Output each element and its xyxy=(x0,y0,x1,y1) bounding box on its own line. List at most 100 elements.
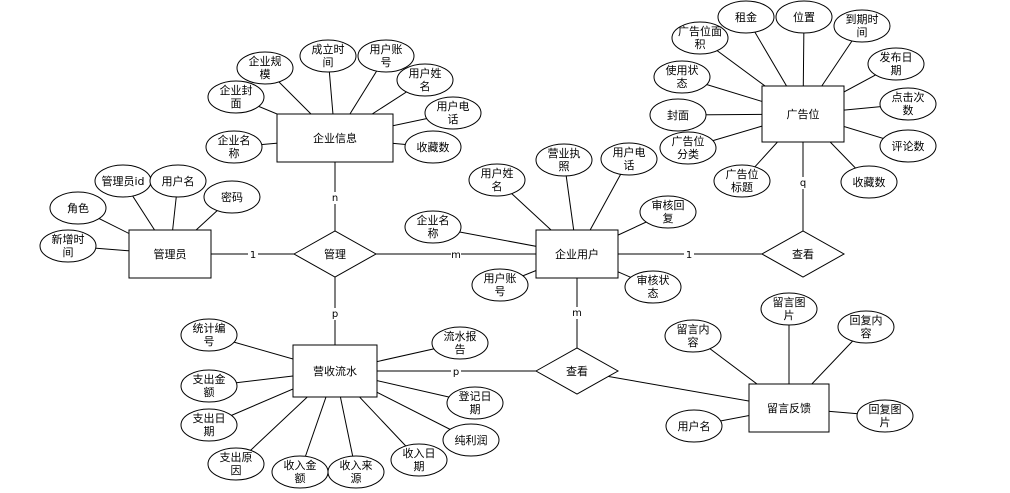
attribute-label: 纯利润 xyxy=(455,433,488,447)
attribute-label: 期 xyxy=(891,64,902,77)
entity-ad_slot[interactable]: 广告位 xyxy=(761,85,845,143)
attribute-rv_profit[interactable]: 纯利润 xyxy=(442,423,500,457)
attribute-label: 回复内 xyxy=(850,313,883,327)
attribute-fb_uname[interactable]: 用户名 xyxy=(665,409,723,443)
attribute-ad_rent[interactable]: 租金 xyxy=(717,0,775,34)
attribute-ci_fav[interactable]: 收藏数 xyxy=(404,130,462,164)
attribute-ellipse xyxy=(446,386,504,420)
entity-company_user[interactable]: 企业用户 xyxy=(535,229,619,279)
attribute-label: 模 xyxy=(260,68,271,81)
attribute-label: 称 xyxy=(229,146,240,160)
attribute-ellipse xyxy=(236,51,294,85)
attribute-ellipse xyxy=(404,130,462,164)
attribute-label: 封面 xyxy=(667,108,689,122)
attribute-label: 话 xyxy=(448,113,459,126)
attribute-ellipse xyxy=(717,0,775,34)
attribute-ellipse xyxy=(442,423,500,457)
attribute-adm_uname[interactable]: 用户名 xyxy=(149,164,207,198)
attribute-label: 企业封 xyxy=(220,83,253,97)
attribute-ad_cover[interactable]: 封面 xyxy=(649,98,707,132)
attribute-label: 期 xyxy=(414,460,425,473)
attribute-label: 额 xyxy=(204,386,215,399)
attribute-label: 收入金 xyxy=(284,458,317,472)
attribute-label: 告 xyxy=(455,343,466,356)
attribute-adm_role[interactable]: 角色 xyxy=(49,191,107,225)
attribute-adm_id[interactable]: 管理员id xyxy=(94,164,152,198)
attribute-ellipse xyxy=(424,96,482,130)
attribute-label: 用户电 xyxy=(613,145,646,159)
attribute-label: 位置 xyxy=(793,10,815,24)
attribute-ad_fav[interactable]: 收藏数 xyxy=(840,165,898,199)
attribute-label: 积 xyxy=(695,38,706,51)
attribute-label: 收藏数 xyxy=(853,175,886,189)
attribute-label: 额 xyxy=(295,472,306,485)
cardinality-bg xyxy=(798,177,808,189)
attribute-ad_loc[interactable]: 位置 xyxy=(775,0,833,34)
entity-label: 企业用户 xyxy=(555,247,599,261)
attribute-ad_comments[interactable]: 评论数 xyxy=(879,129,937,163)
attribute-ellipse xyxy=(867,47,925,81)
entity-company_info[interactable]: 企业信息 xyxy=(276,113,394,163)
attribute-ellipse xyxy=(49,191,107,225)
entity-feedback[interactable]: 留言反馈 xyxy=(748,383,830,433)
entity-admin[interactable]: 管理员 xyxy=(128,229,212,279)
attribute-adm_pwd[interactable]: 密码 xyxy=(203,180,261,214)
entity-revenue[interactable]: 营收流水 xyxy=(292,344,378,398)
attribute-label: 间 xyxy=(63,246,74,259)
attribute-label: 源 xyxy=(351,471,362,485)
entity-label: 企业信息 xyxy=(313,131,357,145)
attribute-label: 用户姓 xyxy=(409,66,442,80)
attribute-ellipse xyxy=(299,39,357,73)
node-layer: 企业信息管理员企业用户广告位营收流水留言反馈管理查看查看企业规模成立时间用户账号… xyxy=(39,0,937,489)
attribute-label: 收入日 xyxy=(403,446,436,460)
attribute-ellipse xyxy=(180,318,238,352)
relationship-view1[interactable]: 查看 xyxy=(760,230,846,278)
attribute-label: 容 xyxy=(861,326,872,340)
attribute-label: 用户名 xyxy=(162,174,195,188)
relationship-view2[interactable]: 查看 xyxy=(534,347,620,395)
attribute-ellipse xyxy=(471,268,529,302)
attribute-label: 照 xyxy=(559,160,570,173)
entity-label: 留言反馈 xyxy=(767,402,811,415)
entity-box xyxy=(748,383,830,433)
cardinality-label: p xyxy=(332,309,338,320)
relationship-manage[interactable]: 管理 xyxy=(292,230,378,278)
attribute-label: 支出日 xyxy=(193,411,226,425)
